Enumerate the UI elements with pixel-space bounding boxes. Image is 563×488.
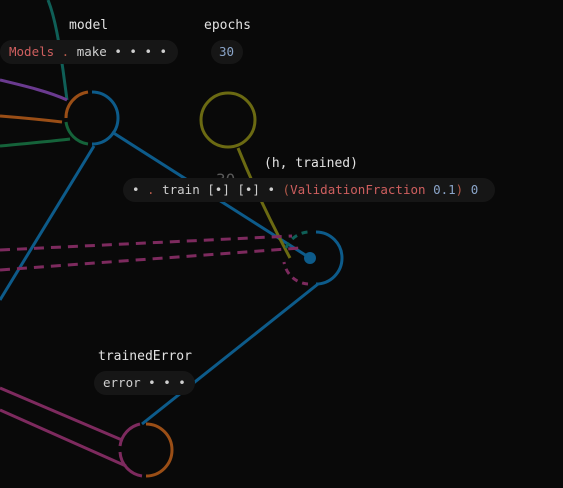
expression-token: . xyxy=(139,182,163,197)
wire-magenta-into-error-lower xyxy=(0,408,127,468)
wire-blue-model-down xyxy=(0,145,96,301)
expression-token: • xyxy=(132,182,140,197)
trained-error-node-label: trainedError xyxy=(98,349,192,364)
expression-token: 30 xyxy=(219,44,235,59)
trained-error-node-expression[interactable]: error • • • xyxy=(94,371,195,395)
trained-node-label: (h, trained) xyxy=(264,156,358,171)
epochs-node-label: epochs xyxy=(204,18,251,33)
expression-token: • • • xyxy=(140,375,186,390)
wire-olive-epochs-to-trained xyxy=(236,147,292,259)
epochs-node-expression[interactable]: 30 xyxy=(211,40,243,64)
trained-node-expression[interactable]: • . train [•] [•] • (ValidationFraction … xyxy=(123,178,495,202)
expression-token: make xyxy=(76,44,107,59)
model-output-port[interactable] xyxy=(64,90,120,146)
model-node-label: model xyxy=(69,18,109,33)
expression-token: ValidationFraction xyxy=(290,182,426,197)
wire-magenta-into-error-upper xyxy=(0,386,123,442)
expression-token: [•] [•] • xyxy=(199,182,283,197)
wire-magenta-dashed-upper xyxy=(0,234,293,252)
expression-token xyxy=(463,182,471,197)
expression-token: 0.1 xyxy=(433,182,456,197)
model-node-expression[interactable]: Models . make • • • • xyxy=(0,40,178,64)
wire-orange-into-model xyxy=(0,114,63,124)
wire-blue-trained-to-error xyxy=(141,282,319,426)
expression-token: error xyxy=(103,375,141,390)
epochs-output-port[interactable] xyxy=(199,91,257,149)
wire-purple-into-model xyxy=(0,78,68,102)
expression-token: • • • • xyxy=(106,44,168,59)
trained-output-port[interactable] xyxy=(282,230,344,286)
expression-token: 0 xyxy=(470,182,479,197)
trained-error-output-port[interactable] xyxy=(118,422,174,478)
expression-token: train xyxy=(162,182,200,197)
expression-token: ( xyxy=(282,182,291,197)
expression-token: . xyxy=(54,44,77,59)
wire-magenta-dashed-lower xyxy=(0,246,301,272)
expression-token: ) xyxy=(455,182,464,197)
wire-teal-into-model xyxy=(46,0,69,101)
wire-green-into-model xyxy=(0,137,71,148)
expression-token: Models xyxy=(9,44,55,59)
expression-token xyxy=(426,182,434,197)
